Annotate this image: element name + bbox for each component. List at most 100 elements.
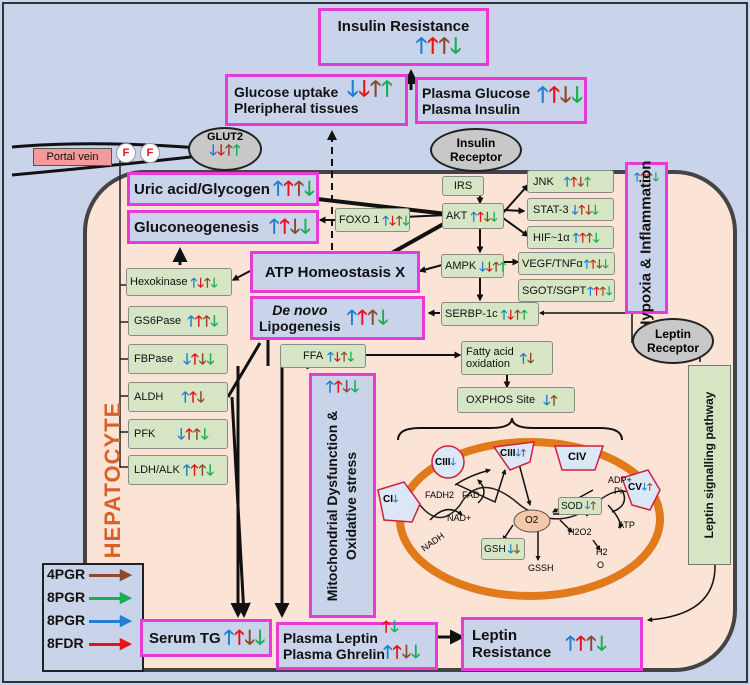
arrow-down-icon: 🡓: [377, 307, 389, 329]
arrow-up-icon: 🡑: [193, 425, 201, 443]
jnk-label: JNK: [533, 175, 554, 188]
arrow-down-icon: 🡓: [450, 457, 456, 468]
complex-iii-shape: [492, 441, 535, 471]
complex-iii-label: CIII🡓🡑: [500, 448, 526, 459]
arrow-down-icon: 🡓: [652, 170, 659, 184]
arrow-up-icon: 🡑: [593, 283, 600, 298]
arrow-up-icon: 🡑: [647, 482, 653, 493]
complex-v-label: CV🡓🡑: [628, 482, 653, 493]
gluconeogenesis-box: Gluconeogenesis 🡑🡑🡓🡓: [127, 210, 319, 244]
arrow-up-icon: 🡑: [382, 619, 391, 636]
complex-ii-shape: [431, 445, 465, 479]
legend-item: 4PGR▶: [47, 566, 132, 583]
arrow-up-icon: 🡑: [550, 392, 558, 408]
arrow-up-icon: 🡑: [586, 633, 597, 655]
atp-label: ATP: [618, 520, 635, 530]
peripheral-tissues-label: Pleripheral tissues: [234, 100, 359, 116]
insulin-resistance-arrows: 🡑🡑🡑🡓: [415, 32, 462, 58]
arrow-down-icon: 🡓: [206, 350, 215, 368]
fadh2-label: FADH2: [425, 490, 455, 500]
o2-label: O2: [525, 515, 539, 526]
arrow-up-icon: 🡑: [283, 178, 294, 200]
complex-ii-label: CIII🡓: [435, 457, 456, 468]
leptin-receptor-label-2: Receptor: [646, 341, 699, 355]
arrow-up-icon: 🡑: [189, 388, 197, 406]
legend-arrow-icon: [89, 643, 125, 646]
srebp-node: SERBP-1c 🡑🡓🡑🡑: [441, 302, 539, 326]
insulin-resistance-box: Insulin Resistance 🡑🡑🡑🡓: [318, 8, 489, 66]
arrow-down-icon: 🡓: [254, 627, 266, 649]
sod-node: SOD 🡓🡑: [558, 497, 602, 515]
sgot-node: SGOT/SGPT 🡑🡑🡑🡓: [518, 279, 615, 302]
hif-arrows: 🡑🡑🡑🡓: [573, 231, 600, 244]
arrow-up-icon: 🡑: [367, 307, 378, 329]
arrow-down-icon: 🡓: [584, 499, 591, 512]
jnk-node: JNK 🡑🡑🡓🡑: [527, 170, 614, 193]
arrow-down-icon: 🡓: [197, 274, 205, 290]
arrow-up-icon: 🡑: [382, 212, 390, 228]
arrow-down-icon: 🡓: [585, 202, 592, 217]
pfk-label: PFK: [134, 428, 156, 440]
leptin-receptor: Leptin Receptor: [632, 318, 714, 364]
uric-acid-glycogen-box: Uric acid/Glycogen 🡑🡑🡑🡓: [127, 172, 319, 206]
stat3-node: STAT-3 🡓🡑🡓🡓: [527, 198, 614, 221]
fbpase-arrows: 🡓🡑🡓🡓: [183, 352, 214, 367]
arrow-down-icon: 🡓: [513, 542, 521, 556]
arrow-up-icon: 🡑: [340, 348, 348, 364]
arrow-down-icon: 🡓: [526, 350, 535, 366]
arrow-down-icon: 🡓: [196, 388, 205, 406]
foxo1-label: FOXO 1: [339, 214, 380, 226]
mito-arrows: 🡑🡑🡓🡓: [326, 380, 359, 396]
arrow-up-icon: 🡑: [590, 256, 597, 271]
arrow-down-icon: 🡓: [177, 425, 186, 443]
arrow-up-icon: 🡑: [381, 76, 393, 101]
arrow-up-icon: 🡑: [185, 425, 194, 443]
arrow-up-icon: 🡑: [187, 312, 195, 330]
arrow-up-icon: 🡑: [293, 178, 305, 200]
akt-arrows: 🡑🡑🡓🡓: [470, 210, 497, 223]
arrow-up-icon: 🡑: [190, 461, 199, 479]
fructose-label: F: [122, 147, 130, 159]
arrow-down-icon: 🡓: [402, 212, 410, 228]
leptin-resistance-arrows: 🡑🡑🡑🡓: [565, 634, 607, 654]
insulin-receptor-label-1: Insulin: [456, 136, 496, 150]
sod-label: SOD: [561, 500, 583, 512]
complex-i-shape: [377, 481, 421, 523]
pfk-node: PFK 🡓🡑🡑🡓: [128, 419, 228, 449]
arrow-down-icon: 🡓: [209, 142, 218, 159]
arrow-up-icon: 🡑: [415, 32, 428, 58]
arrow-down-icon: 🡓: [592, 230, 600, 245]
hif-label: HIF~1α: [533, 231, 570, 244]
gsh-label: GSH: [484, 543, 506, 555]
arrow-up-icon: 🡑: [634, 170, 641, 184]
arrow-up-icon: 🡑: [181, 388, 190, 406]
arrow-down-icon: 🡓: [490, 208, 498, 224]
arrow-up-icon: 🡑: [565, 633, 576, 655]
arrow-up-icon: 🡑: [500, 306, 508, 322]
arrow-up-icon: 🡑: [587, 283, 594, 298]
arrow-down-icon: 🡓: [289, 216, 301, 238]
arrow-down-icon: 🡓: [358, 76, 370, 101]
arrow-up-icon: 🡑: [225, 142, 233, 159]
arrow-up-icon: 🡑: [395, 212, 403, 228]
arrow-down-icon: 🡓: [605, 283, 613, 298]
arrow-down-icon: 🡓: [347, 76, 359, 101]
arrow-up-icon: 🡑: [334, 379, 343, 396]
hexokinase-label: Hexokinase: [130, 276, 188, 288]
gluconeogenesis-arrows: 🡑🡑🡓🡓: [269, 217, 311, 237]
arrow-up-icon: 🡑: [327, 348, 334, 364]
foxo1-node: FOXO 1 🡑🡓🡑🡓: [335, 208, 410, 232]
arrow-down-icon: 🡓: [390, 619, 399, 636]
portal-vein-label: Portal vein: [46, 151, 99, 163]
arrow-down-icon: 🡓: [217, 142, 225, 159]
insulin-receptor-label-2: Receptor: [449, 150, 502, 164]
arrow-down-icon: 🡓: [591, 202, 599, 217]
arrow-down-icon: 🡓: [543, 392, 551, 408]
glut2-transporter: GLUT2 🡓🡓🡑🡑: [188, 127, 262, 171]
arrow-down-icon: 🡓: [333, 348, 341, 364]
de-novo-lipogenesis-box: De novo Lipogenesis 🡑🡑🡑🡓: [250, 296, 425, 340]
arrow-down-icon: 🡓: [244, 627, 255, 649]
arrow-up-icon: 🡑: [578, 202, 586, 217]
arrow-up-icon: 🡑: [190, 274, 198, 290]
hypoxia-inflammation-box: 🡑🡑🡑🡓: [625, 162, 668, 314]
